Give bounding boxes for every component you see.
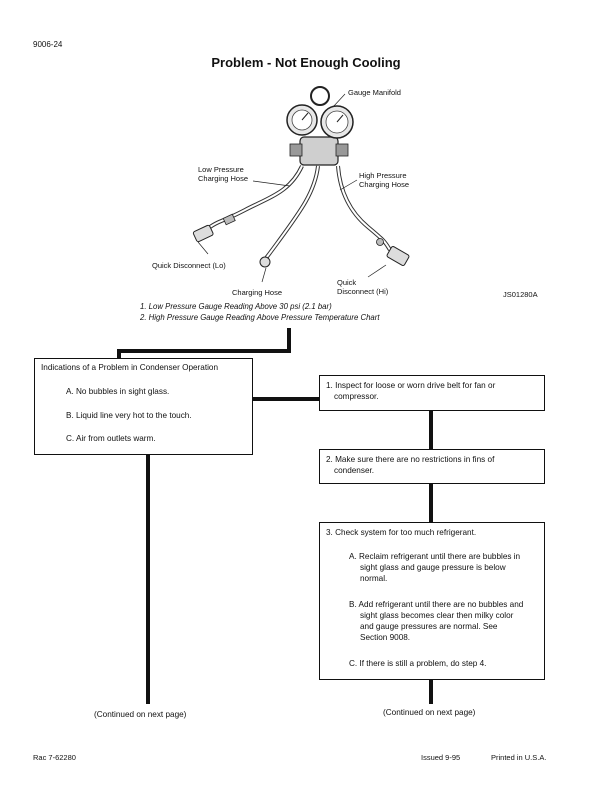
label-quick-disconnect-lo: Quick Disconnect (Lo) [152,261,226,270]
step3-b-line3: and gauge pressures are normal. See [360,622,498,631]
connector-step3-down [429,678,433,704]
figure-id: JS01280A [503,290,538,299]
label-high-pressure-hose-1: High Pressure [359,171,407,180]
label-low-pressure-hose-1: Low Pressure [198,165,244,174]
connector-step1-to-step2 [429,410,433,452]
footer-code: Rac 7-62280 [33,753,76,762]
connector-indications-to-step1 [252,397,320,401]
footer-printed: Printed in U.S.A. [491,753,547,762]
page-title: Problem - Not Enough Cooling [211,55,401,70]
step2-line2: condenser. [334,466,375,475]
gauge-manifold-illustration [192,86,410,283]
step3-b-line4: Section 9008. [360,633,411,642]
indication-b: B. Liquid line very hot to the touch. [66,411,192,420]
indication-c: C. Air from outlets warm. [66,434,156,443]
indication-a: A. No bubbles in sight glass. [66,387,170,396]
label-quick-disconnect-hi-2: Disconnect (Hi) [337,287,389,296]
connector-left-down [146,454,150,704]
caption-1: 1. Low Pressure Gauge Reading Above 30 p… [140,302,332,311]
step1-line2: compressor. [334,392,379,401]
step3-a-line3: normal. [360,574,388,583]
step3-a-line2: sight glass and gauge pressure is below [360,563,506,572]
quick-disconnect-hi-icon [376,238,410,266]
label-charging-hose: Charging Hose [232,288,283,297]
step3-b-line2: sight glass becomes clear then milky col… [360,611,514,620]
step2-box: 2. Make sure there are no restrictions i… [319,449,545,484]
connector-to-indications [117,349,121,359]
step3-b-line1: B. Add refrigerant until there are no bu… [349,600,524,609]
step3-heading: 3. Check system for too much refrigerant… [326,528,477,537]
step3-box: 3. Check system for too much refrigerant… [319,522,545,680]
step1-line1: 1. Inspect for loose or worn drive belt … [326,381,496,390]
label-gauge-manifold: Gauge Manifold [348,88,401,97]
caption-2: 2. High Pressure Gauge Reading Above Pre… [140,313,380,322]
step3-a-line1: A. Reclaim refrigerant until there are b… [349,552,521,561]
label-high-pressure-hose-2: Charging Hose [359,180,410,189]
manifold-hook-ring [310,86,330,106]
label-quick-disconnect-hi-1: Quick [337,278,357,287]
step3-c: C. If there is still a problem, do step … [349,659,487,668]
indications-box: Indications of a Problem in Condenser Op… [34,358,253,455]
step1-box: 1. Inspect for loose or worn drive belt … [319,375,545,411]
connector-figure-down [287,328,291,353]
charging-hose-fitting-icon [259,256,271,268]
continued-right: (Continued on next page) [383,708,476,717]
indications-heading: Indications of a Problem in Condenser Op… [41,363,219,372]
connector-figure-horizontal [117,349,291,353]
quick-disconnect-lo-icon [192,213,236,243]
manifold-body [299,136,339,166]
page-code: 9006-24 [33,40,63,49]
continued-left: (Continued on next page) [94,710,187,719]
footer-issued: Issued 9-95 [421,753,461,762]
step2-line1: 2. Make sure there are no restrictions i… [326,455,495,464]
label-low-pressure-hose-2: Charging Hose [198,174,249,183]
connector-step2-to-step3 [429,482,433,523]
